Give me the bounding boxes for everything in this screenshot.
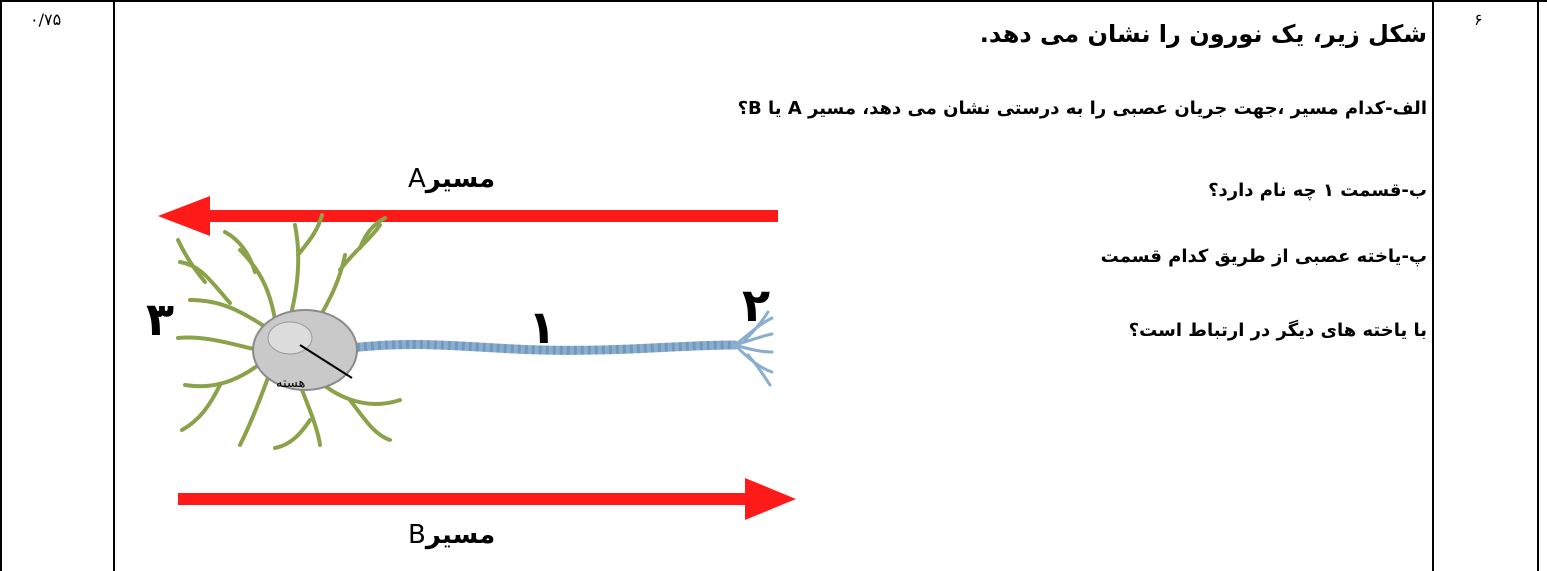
question-part-a: الف-کدام مسیر ،جهت جریان عصبی را به درست… [738,98,1427,119]
label-2: ۲ [742,282,770,328]
path-a-letter: A [408,164,426,194]
path-a-word: مسیر [426,164,495,194]
nucleus-label: هسته [276,376,305,391]
label-3: ۳ [146,296,174,342]
path-b-arrow-shaft [178,493,758,505]
path-b-label: مسیرB [408,520,495,550]
path-b-word: مسیر [426,520,495,550]
score-column-divider [113,0,115,571]
question-number: ۶ [1474,10,1483,29]
question-part-c-line2: با یاخته های دیگر در ارتباط است؟ [1129,320,1427,341]
table-top-border [0,0,1547,2]
path-a-arrow-head [158,196,210,236]
path-a-label: مسیرA [408,164,495,194]
table-border-right [1537,0,1539,571]
number-column-divider [1432,0,1434,571]
path-b-arrow-head [745,478,796,520]
score-value: ۰/۷۵ [30,10,61,29]
path-a-arrow-shaft [200,210,778,222]
table-border-left [0,0,2,571]
path-b-arrow [178,478,796,520]
path-a-arrow [158,196,778,236]
question-title: شکل زیر، یک نورون را نشان می دهد. [980,20,1427,48]
question-part-b: ب-قسمت ۱ چه نام دارد؟ [1208,180,1427,201]
question-part-c-line1: پ-یاخته عصبی از طریق کدام قسمت [1101,246,1427,267]
path-b-letter: B [408,520,426,550]
label-1: ۱ [528,304,556,350]
neuron-figure [140,160,820,570]
